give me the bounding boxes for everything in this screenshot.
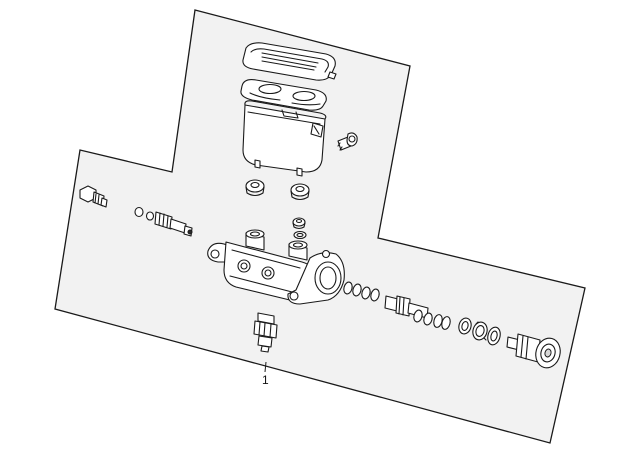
proportioning-valve-icon	[134, 206, 193, 237]
primary-piston-icon	[384, 295, 451, 330]
o-ring-seal-icon	[343, 281, 380, 302]
callout-number: 1	[262, 373, 269, 387]
fluid-reservoir-icon	[242, 100, 327, 177]
secondary-piston-icon	[506, 333, 561, 369]
grommet-seal-icon	[292, 217, 307, 240]
assembly-panel	[54, 9, 586, 444]
reservoir-grommet-icon	[245, 179, 265, 197]
master-cylinder-body-icon	[207, 229, 345, 305]
snap-ring-icon	[458, 317, 501, 346]
fluid-level-sensor-icon	[337, 132, 358, 151]
pressure-switch-icon	[253, 312, 278, 353]
callout-leader	[264, 361, 267, 373]
cap-diaphragm-icon	[240, 79, 327, 111]
reservoir-grommet-icon	[290, 183, 310, 201]
bleeder-screw-icon	[79, 185, 108, 208]
reservoir-cap-icon	[242, 42, 337, 81]
